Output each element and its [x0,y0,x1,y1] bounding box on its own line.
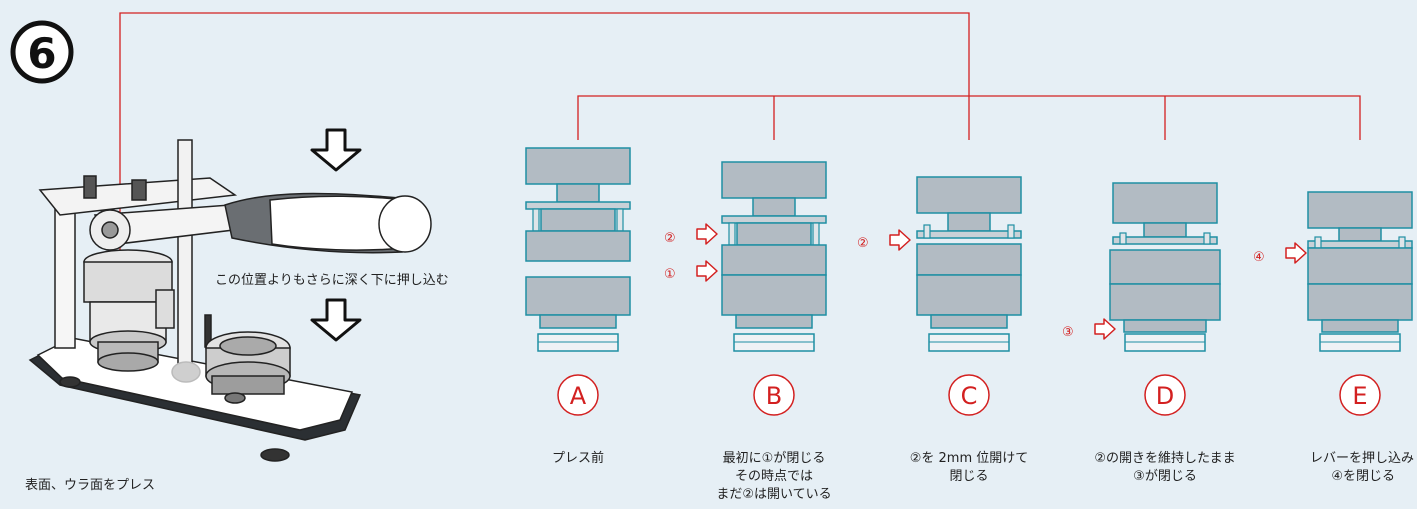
down-arrow-icon [310,128,362,172]
stage-caption-c: ②を 2mm 位開けて 閉じる [910,451,1029,484]
svg-text:④: ④ [1253,250,1265,265]
stage-a-stack [525,147,631,352]
step-badge: 6 [10,20,74,84]
svg-text:②: ② [857,236,869,251]
stage-label-e: E [1339,374,1381,416]
svg-text:C: C [961,382,978,410]
right-arrow-icon [696,223,718,245]
svg-text:③が閉じる: ③が閉じる [1133,469,1197,484]
stage-caption-d: ②の開きを維持したまま ③が閉じる [1094,451,1235,484]
stage-caption-b: 最初に①が閉じる その時点では まだ②は開いている [716,451,831,502]
svg-text:プレス前: プレス前 [552,450,604,466]
stage-caption-a: プレス前 [552,450,604,466]
svg-text:D: D [1156,382,1174,410]
left-caption: 表面、ウラ面をプレス [25,478,155,493]
svg-text:その時点では: その時点では [735,469,813,484]
svg-text:②を 2mm 位開けて: ②を 2mm 位開けて [910,451,1029,466]
stage-d-stack [1109,182,1221,352]
svg-text:E: E [1352,382,1367,410]
stage-label-b: B [753,374,795,416]
press-machine-illustration [28,139,432,462]
stage-c-stack [916,176,1022,352]
gap-marker-b-lower: ① [664,260,718,282]
right-arrow-icon [1094,318,1116,340]
gap-marker-b-upper: ② [664,223,718,246]
svg-text:②: ② [664,231,676,246]
svg-text:まだ②は開いている: まだ②は開いている [716,487,831,502]
svg-text:③: ③ [1062,325,1074,340]
gap-marker-e: ④ [1253,242,1307,265]
stage-e-stack [1307,191,1413,352]
stage-caption-e: レバーを押し込み ④を閉じる [1310,451,1414,484]
step-number: 6 [27,29,56,78]
svg-text:閉じる: 閉じる [949,469,988,484]
right-arrow-icon [696,260,718,282]
stage-label-a: A [557,374,599,416]
stage-label-c: C [948,374,990,416]
down-arrow-icon [310,298,362,342]
svg-text:①: ① [664,267,676,282]
right-arrow-icon [889,229,911,251]
connector-lines [119,12,1361,272]
main-connector [119,12,970,272]
gap-marker-c: ② [857,229,911,251]
gap-marker-d: ③ [1062,318,1116,340]
svg-text:A: A [570,382,587,410]
press-note: この位置よりもさらに深く下に押し込む [215,273,449,288]
stage-b-stack [721,161,827,352]
svg-text:④を閉じる: ④を閉じる [1331,469,1395,484]
right-arrow-icon [1285,242,1307,264]
svg-text:最初に①が閉じる: 最初に①が閉じる [723,451,826,466]
svg-text:B: B [766,382,782,410]
svg-text:レバーを押し込み: レバーを押し込み [1310,451,1414,466]
stage-connector [577,95,1361,140]
svg-text:②の開きを維持したまま: ②の開きを維持したまま [1094,451,1235,466]
stage-label-d: D [1144,374,1186,416]
